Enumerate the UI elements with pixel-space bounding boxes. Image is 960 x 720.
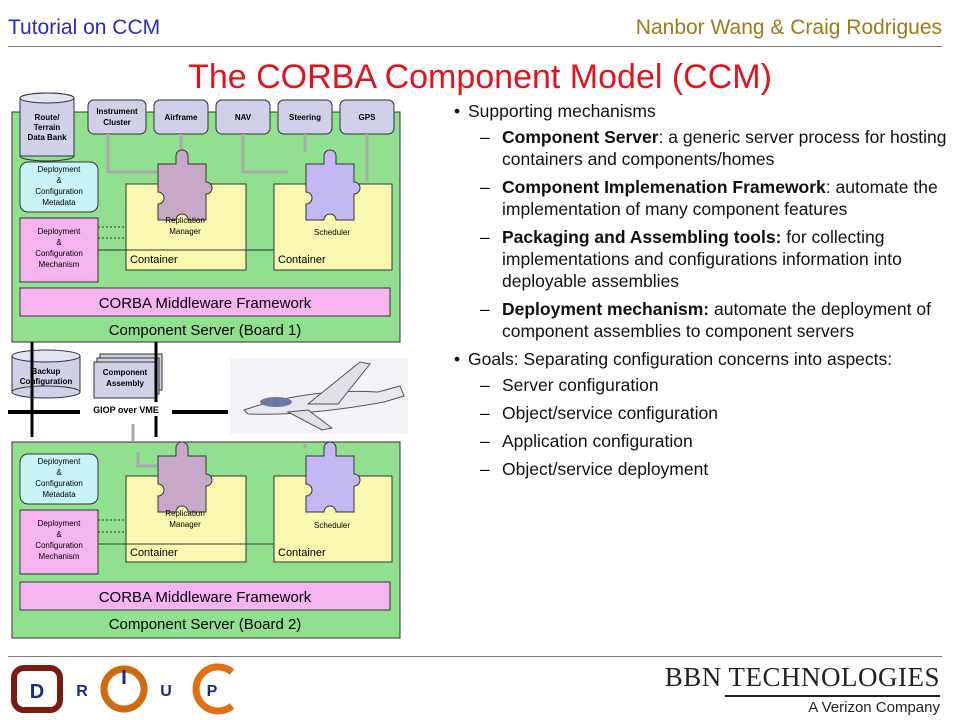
footer-divider	[8, 656, 942, 657]
svg-text:Steering: Steering	[289, 113, 321, 122]
sub-item-text: automate the deployment of component ass…	[502, 299, 931, 341]
svg-text:Component Server (Board 1): Component Server (Board 1)	[109, 322, 302, 339]
svg-text:Assembly: Assembly	[106, 379, 144, 388]
svg-text:Metadata: Metadata	[42, 490, 76, 499]
svg-text:Configuration: Configuration	[35, 249, 83, 258]
svg-text:Component: Component	[103, 368, 148, 377]
svg-text:&: &	[56, 238, 62, 247]
bullet-goals: Goals: Separating configuration concerns…	[452, 348, 952, 370]
svg-text:GPS: GPS	[359, 113, 377, 122]
header-divider	[8, 46, 942, 47]
sub-item-bold: Component Implemenation Framework	[502, 177, 826, 197]
svg-text:Deployment: Deployment	[38, 165, 81, 174]
header-authors: Nanbor Wang & Craig Rodrigues	[635, 16, 942, 39]
svg-text:Manager: Manager	[169, 520, 201, 529]
sub-item-implementation-framework: –Component Implemenation Framework: auto…	[480, 177, 938, 219]
svg-text:Deployment: Deployment	[38, 227, 81, 236]
sub-item-bold: Deployment mechanism:	[502, 299, 710, 319]
svg-text:CORBA Middleware Framework: CORBA Middleware Framework	[99, 295, 312, 312]
svg-text:Mechanism: Mechanism	[39, 552, 80, 561]
svg-text:Configuration: Configuration	[35, 479, 83, 488]
bbn-tagline: A Verizon Company	[808, 699, 940, 716]
svg-text:Terrain: Terrain	[34, 123, 61, 132]
giop-bus: GIOP over VME	[8, 342, 228, 437]
svg-text:&: &	[56, 468, 62, 477]
sub-item-text: for collecting implementations and confi…	[502, 227, 902, 291]
goal-text: Application configuration	[502, 431, 693, 451]
sub-item-packaging-tools: –Packaging and Assembling tools: for col…	[480, 227, 902, 291]
svg-text:Replication: Replication	[165, 216, 205, 225]
slide-title: The CORBA Component Model (CCM)	[188, 58, 772, 96]
svg-text:&: &	[56, 530, 62, 539]
svg-text:Airframe: Airframe	[165, 113, 198, 122]
svg-text:D: D	[30, 681, 44, 703]
goal-text: Server configuration	[502, 375, 659, 395]
backup-configuration-cylinder: Backup Configuration	[11, 349, 81, 399]
svg-text:Route/: Route/	[35, 113, 61, 122]
sub-item-component-server: –Component Server: a generic server proc…	[480, 127, 947, 169]
sub-item-bold: Component Server	[502, 127, 659, 147]
bbn-logo: BBN TECHNOLOGIES A Verizon Company	[665, 662, 940, 716]
svg-text:Container: Container	[130, 254, 178, 266]
goal-text: Object/service deployment	[502, 459, 709, 479]
ccm-architecture-diagram: Route/ Terrain Data Bank Instrument Clus…	[8, 92, 408, 639]
svg-text:Instrument: Instrument	[96, 107, 138, 116]
svg-text:Scheduler: Scheduler	[314, 521, 350, 530]
svg-text:Component Server (Board 2): Component Server (Board 2)	[109, 616, 302, 633]
svg-text:Backup: Backup	[32, 367, 61, 376]
svg-text:Configuration: Configuration	[35, 187, 83, 196]
component-assembly-stack: Component Assembly	[93, 353, 163, 399]
doc-group-logo: D R U P	[11, 663, 235, 715]
bbn-company-name: BBN TECHNOLOGIES	[664, 662, 940, 692]
svg-text:Configuration: Configuration	[20, 377, 73, 386]
svg-text:R: R	[76, 683, 88, 700]
svg-text:CORBA Middleware Framework: CORBA Middleware Framework	[99, 589, 312, 606]
svg-text:Scheduler: Scheduler	[314, 228, 350, 237]
goal-item: –Object/service deployment	[480, 459, 709, 479]
svg-text:NAV: NAV	[235, 113, 252, 122]
svg-text:Metadata: Metadata	[42, 198, 76, 207]
svg-text:GIOP over VME: GIOP over VME	[93, 405, 159, 415]
header-left-title: Tutorial on CCM	[8, 16, 161, 39]
svg-text:&: &	[56, 176, 62, 185]
svg-text:Deployment: Deployment	[38, 457, 81, 466]
svg-text:Deployment: Deployment	[38, 519, 81, 528]
component-server-board-2: Deployment & Configuration Metadata Depl…	[11, 424, 401, 639]
goal-item: –Server configuration	[480, 375, 659, 395]
bullet-text: Supporting mechanisms	[468, 101, 656, 121]
svg-text:Cluster: Cluster	[103, 118, 131, 127]
svg-text:P: P	[207, 683, 218, 700]
svg-text:Mechanism: Mechanism	[39, 260, 80, 269]
bullet-text: Goals: Separating configuration concerns…	[468, 349, 893, 369]
sub-item-text: : automate the implementation of many co…	[502, 177, 938, 219]
svg-text:Manager: Manager	[169, 227, 201, 236]
bullet-supporting-mechanisms: Supporting mechanisms	[452, 100, 952, 122]
sub-item-deployment-mechanism: –Deployment mechanism: automate the depl…	[480, 299, 931, 341]
svg-text:Configuration: Configuration	[35, 541, 83, 550]
component-server-board-1: Instrument Cluster Airframe NAV Steering…	[11, 92, 401, 343]
content-text: Supporting mechanisms –Component Server:…	[452, 100, 952, 486]
svg-text:Replication: Replication	[165, 509, 205, 518]
svg-text:Container: Container	[278, 547, 326, 559]
aircraft-image	[230, 358, 408, 434]
goal-text: Object/service configuration	[502, 403, 718, 423]
svg-text:Container: Container	[278, 254, 326, 266]
goal-item: –Application configuration	[480, 431, 693, 451]
sub-item-text: : a generic server process for hosting c…	[502, 127, 947, 169]
sub-item-bold: Packaging and Assembling tools:	[502, 227, 782, 247]
svg-text:U: U	[160, 683, 172, 700]
goal-item: –Object/service configuration	[480, 403, 718, 423]
svg-text:Container: Container	[130, 547, 178, 559]
bbn-underline	[724, 695, 940, 697]
svg-text:Data Bank: Data Bank	[27, 133, 67, 142]
